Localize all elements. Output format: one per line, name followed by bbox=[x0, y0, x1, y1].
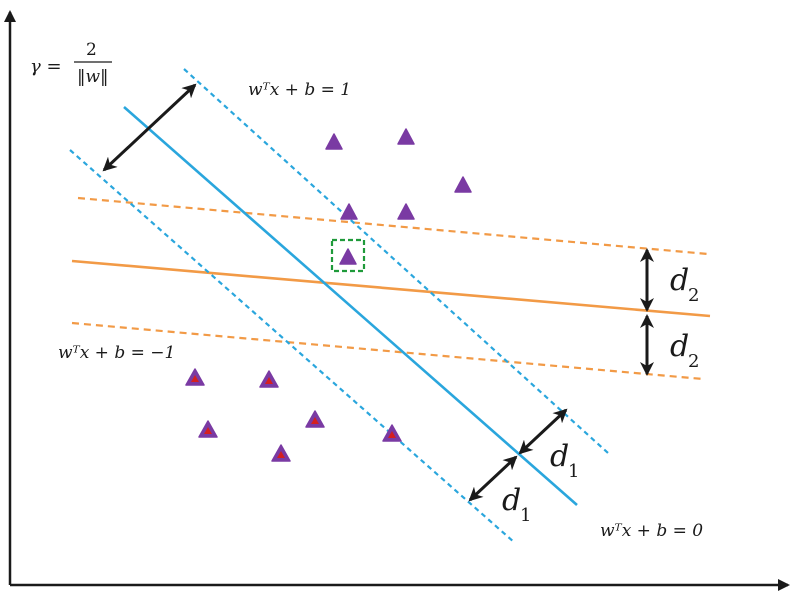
negative-point bbox=[185, 368, 205, 386]
orange-upper-margin-line bbox=[77, 196, 709, 256]
d1-label-subscript: 1 bbox=[520, 505, 531, 526]
negative-point bbox=[305, 410, 325, 428]
positive-point bbox=[339, 248, 357, 265]
negative-point bbox=[271, 444, 291, 462]
gamma-margin-arrow bbox=[102, 83, 197, 172]
d2-label-subscript: 2 bbox=[688, 285, 699, 306]
negative-point bbox=[382, 424, 402, 442]
d2-label-subscript: 2 bbox=[688, 351, 699, 372]
positive-point bbox=[325, 133, 343, 150]
positive-point bbox=[397, 203, 415, 220]
blue-hyperplane-line bbox=[123, 106, 578, 506]
upper-margin-equation: wᵀx + b = 1 bbox=[248, 80, 351, 100]
d2-label-letter: d bbox=[670, 263, 689, 298]
negative-class-points bbox=[185, 368, 402, 462]
blue-upper-margin-line bbox=[183, 68, 609, 454]
negative-point bbox=[198, 420, 218, 438]
margin-formula-denominator: ‖w‖ bbox=[77, 67, 109, 87]
d1-arrow-upper bbox=[518, 408, 568, 455]
positive-point bbox=[397, 128, 415, 145]
d2-label-lower: d 2 bbox=[670, 329, 699, 372]
margin-formula-numerator: 2 bbox=[86, 40, 97, 60]
positive-class-points bbox=[325, 128, 472, 265]
margin-formula: γ = 2 ‖w‖ bbox=[30, 40, 112, 87]
d2-label-upper: d 2 bbox=[670, 263, 699, 306]
d1-label-subscript: 1 bbox=[568, 461, 579, 482]
positive-point bbox=[454, 176, 472, 193]
d1-label-letter: d bbox=[550, 439, 569, 474]
d2-label-letter: d bbox=[670, 329, 689, 364]
orange-hyperplane-line bbox=[71, 259, 711, 318]
d1-label-lower: d 1 bbox=[502, 483, 531, 526]
orange-lower-margin-line bbox=[71, 321, 704, 381]
d1-label-upper: d 1 bbox=[550, 439, 579, 482]
d1-arrow-lower bbox=[468, 455, 518, 502]
negative-point bbox=[259, 370, 279, 388]
d1-label-letter: d bbox=[502, 483, 521, 518]
margin-formula-lhs: γ = bbox=[30, 56, 62, 77]
hyperplane-equation: wᵀx + b = 0 bbox=[600, 521, 703, 541]
positive-point bbox=[340, 203, 358, 220]
lower-margin-equation: wᵀx + b = −1 bbox=[58, 343, 175, 363]
highlighted-point-box bbox=[330, 238, 366, 273]
